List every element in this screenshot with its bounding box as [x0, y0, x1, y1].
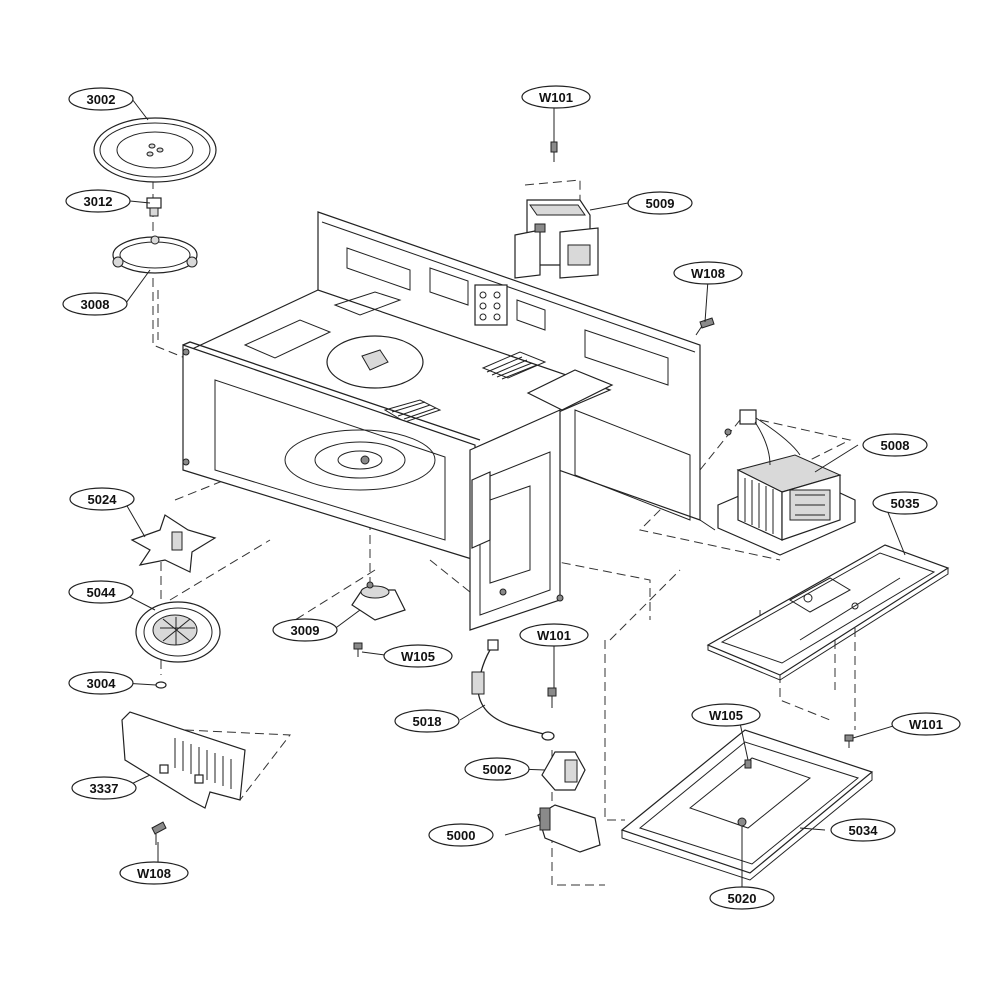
nut-3004	[155, 681, 167, 689]
svg-text:5024: 5024	[88, 492, 118, 507]
screw-w101-middle	[547, 687, 557, 708]
stirrer-cover-5044	[135, 601, 221, 663]
svg-text:3337: 3337	[90, 781, 119, 796]
screw-w105-left	[353, 642, 363, 657]
svg-text:W101: W101	[537, 628, 571, 643]
callout-5034: 5034	[830, 818, 896, 842]
roller-ring-3008	[112, 235, 198, 274]
screw-w108-right	[695, 317, 715, 336]
svg-text:5008: 5008	[881, 438, 910, 453]
svg-text:5009: 5009	[646, 196, 675, 211]
svg-text:W101: W101	[909, 717, 943, 732]
svg-text:5020: 5020	[728, 891, 757, 906]
svg-text:5002: 5002	[483, 762, 512, 777]
callout-3008: 3008	[62, 292, 128, 316]
callout-5018: 5018	[394, 709, 460, 733]
svg-text:3004: 3004	[87, 676, 117, 691]
screw-w108-bottom	[151, 821, 167, 845]
bracket-5002	[541, 751, 586, 791]
lamp-5000	[537, 804, 601, 853]
svg-text:W108: W108	[691, 266, 725, 281]
callout-w101-middle: W101	[519, 623, 589, 647]
callout-3004: 3004	[68, 671, 134, 695]
svg-text:5044: 5044	[87, 585, 117, 600]
coupler-3012	[146, 197, 162, 217]
callout-5002: 5002	[464, 757, 530, 781]
svg-text:3009: 3009	[291, 623, 320, 638]
wire-harness-5018	[471, 639, 555, 741]
stirrer-blade-5024	[130, 514, 217, 573]
callout-w101-right: W101	[891, 712, 961, 736]
callout-5008: 5008	[862, 433, 928, 457]
callout-5024: 5024	[69, 487, 135, 511]
callout-5000: 5000	[428, 823, 494, 847]
base-plate-5035	[706, 544, 950, 681]
svg-text:W108: W108	[137, 866, 171, 881]
transformer-5008	[717, 409, 856, 556]
callout-5009: 5009	[627, 191, 693, 215]
svg-text:W105: W105	[401, 649, 435, 664]
screw-w101-top	[550, 141, 558, 162]
svg-text:W101: W101	[539, 90, 573, 105]
glass-tray-3002	[93, 117, 217, 183]
callout-3002: 3002	[68, 87, 134, 111]
callout-3012: 3012	[65, 189, 131, 213]
callout-w108-right: W108	[673, 261, 743, 285]
callout-3337: 3337	[71, 776, 137, 800]
svg-text:5035: 5035	[891, 496, 920, 511]
svg-text:W105: W105	[709, 708, 743, 723]
screw-w101-right	[844, 734, 854, 748]
cover-plate-5034	[620, 729, 874, 881]
callout-w105-right: W105	[691, 703, 761, 727]
callout-5020: 5020	[709, 886, 775, 910]
oven-cavity	[182, 211, 716, 631]
callout-w108-bottom: W108	[119, 861, 189, 885]
svg-text:3002: 3002	[87, 92, 116, 107]
turntable-motor-3009	[351, 581, 406, 621]
callout-w105-left: W105	[383, 644, 453, 668]
callout-5035: 5035	[872, 491, 938, 515]
callout-w101-top: W101	[521, 85, 591, 109]
callout-5044: 5044	[68, 580, 134, 604]
svg-text:5018: 5018	[413, 714, 442, 729]
vent-grille-3337	[121, 711, 246, 809]
svg-text:5000: 5000	[447, 828, 476, 843]
callout-3009: 3009	[272, 618, 338, 642]
svg-text:3008: 3008	[81, 297, 110, 312]
magnetron-5009	[514, 199, 599, 279]
svg-text:5034: 5034	[849, 823, 879, 838]
svg-text:3012: 3012	[84, 194, 113, 209]
